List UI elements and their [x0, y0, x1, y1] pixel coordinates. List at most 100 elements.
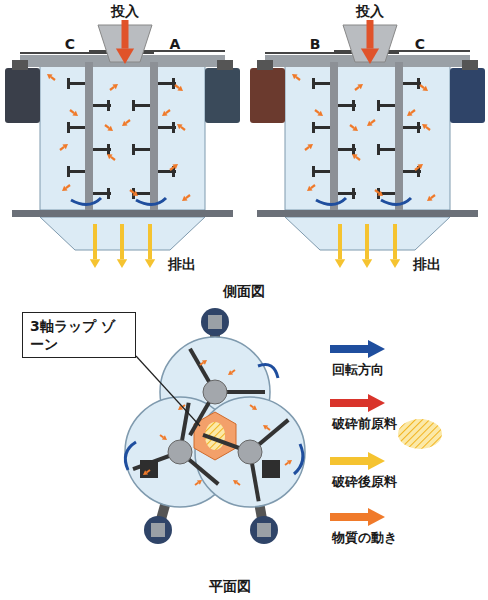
- pulley: [217, 60, 233, 70]
- discharge-label: 排出: [168, 256, 196, 273]
- blade-tip: [132, 144, 135, 155]
- arrow-head: [112, 84, 118, 89]
- arrow-head: [197, 480, 202, 485]
- arrow-shaft: [130, 190, 134, 193]
- blade-tip: [312, 78, 315, 89]
- arrow-shaft: [51, 77, 55, 80]
- arrow-head: [177, 86, 183, 91]
- blade-tip: [67, 166, 70, 177]
- arrow-shaft: [66, 185, 70, 188]
- pulley: [257, 60, 273, 70]
- shaft-letter: A: [170, 36, 181, 53]
- material-sample: [398, 419, 442, 449]
- rotation-arrow: [294, 444, 303, 474]
- arrow-head: [377, 191, 383, 196]
- blade-tip: [377, 100, 380, 111]
- legend-swatch: [330, 508, 386, 526]
- legend-swatch: [330, 394, 386, 412]
- shaft-letter: C: [415, 36, 425, 53]
- arrow-shaft: [120, 224, 124, 259]
- plan-view: [125, 308, 442, 544]
- arrow-shaft: [426, 127, 430, 130]
- arrow-shaft: [393, 224, 397, 259]
- view-title: 側面図: [223, 283, 265, 300]
- arrow-shaft: [338, 224, 342, 259]
- arrow-head: [107, 154, 113, 159]
- arrow-shaft: [232, 370, 235, 372]
- shaft: [168, 440, 192, 464]
- arrow-head: [307, 144, 313, 149]
- arrow-shaft: [311, 185, 315, 188]
- arrow-shaft: [355, 87, 359, 90]
- legend-arrow-head: [368, 508, 385, 526]
- motor-hub: [208, 315, 222, 329]
- arrow-shaft: [415, 167, 419, 170]
- blade-tip: [417, 122, 420, 133]
- leader-line: [136, 356, 200, 426]
- arrow-head: [62, 186, 68, 191]
- blade-tip: [352, 144, 355, 155]
- arrow-head: [362, 259, 372, 268]
- arrow-shaft: [181, 127, 185, 130]
- shaft-letter: C: [65, 36, 75, 53]
- blade-tip: [67, 78, 70, 89]
- arrow-shaft: [420, 85, 424, 88]
- blade-tip: [377, 144, 380, 155]
- arrow-head: [228, 370, 233, 375]
- arrow-head: [352, 126, 358, 131]
- base-plate: [12, 210, 233, 217]
- arrow-shaft: [126, 120, 130, 123]
- arrow-head: [422, 124, 428, 129]
- motor: [250, 68, 285, 123]
- arrow-shaft: [296, 77, 300, 80]
- blade-tip: [107, 188, 110, 199]
- arrow-head: [177, 124, 183, 129]
- arrow-shaft: [411, 110, 415, 113]
- arrow-head: [62, 144, 68, 149]
- arrow-shaft: [166, 110, 170, 113]
- rotation-arrow: [316, 198, 346, 205]
- arrow-shaft: [305, 147, 309, 150]
- blade-block: [140, 460, 158, 478]
- side-view: [250, 20, 485, 268]
- legend-arrow-shaft: [330, 345, 370, 353]
- tank: [40, 62, 205, 210]
- arrow-head: [107, 126, 113, 131]
- arrow-head: [182, 196, 188, 201]
- arrow-head: [117, 259, 127, 268]
- arrow-shaft: [122, 20, 129, 49]
- arrow-shaft: [147, 470, 150, 472]
- arrow-head: [145, 259, 155, 268]
- arrow-shaft: [110, 87, 114, 90]
- motor: [5, 68, 40, 123]
- shaft: [203, 380, 227, 404]
- side-view: [5, 20, 240, 268]
- arrow-shaft: [350, 125, 354, 128]
- arrow-shaft: [250, 405, 253, 407]
- arrow-head: [143, 470, 148, 475]
- discharge-label: 排出: [413, 256, 441, 273]
- blade-tip: [172, 78, 175, 89]
- arrow-head: [417, 164, 423, 169]
- shaft: [395, 62, 403, 210]
- blade-tip: [352, 188, 355, 199]
- rotation-arrow: [258, 365, 278, 379]
- arrow-shaft: [148, 224, 152, 259]
- arrow-head: [422, 86, 428, 91]
- arrow-shaft: [175, 85, 179, 88]
- feed-label: 投入: [356, 3, 384, 20]
- blade-tip: [67, 122, 70, 133]
- arrow-shaft: [375, 190, 379, 193]
- motor: [205, 68, 240, 123]
- shaft: [150, 62, 158, 210]
- legend-arrow-head: [368, 394, 385, 412]
- motor-hub: [257, 523, 271, 537]
- arrow-head: [390, 259, 400, 268]
- legend-arrow-shaft: [330, 399, 370, 407]
- arrow-head: [307, 186, 313, 191]
- legend-swatch: [330, 452, 386, 470]
- arrow-head: [122, 121, 128, 126]
- blade-tip: [132, 100, 135, 111]
- arrow-head: [47, 74, 53, 79]
- arrow-head: [162, 435, 167, 440]
